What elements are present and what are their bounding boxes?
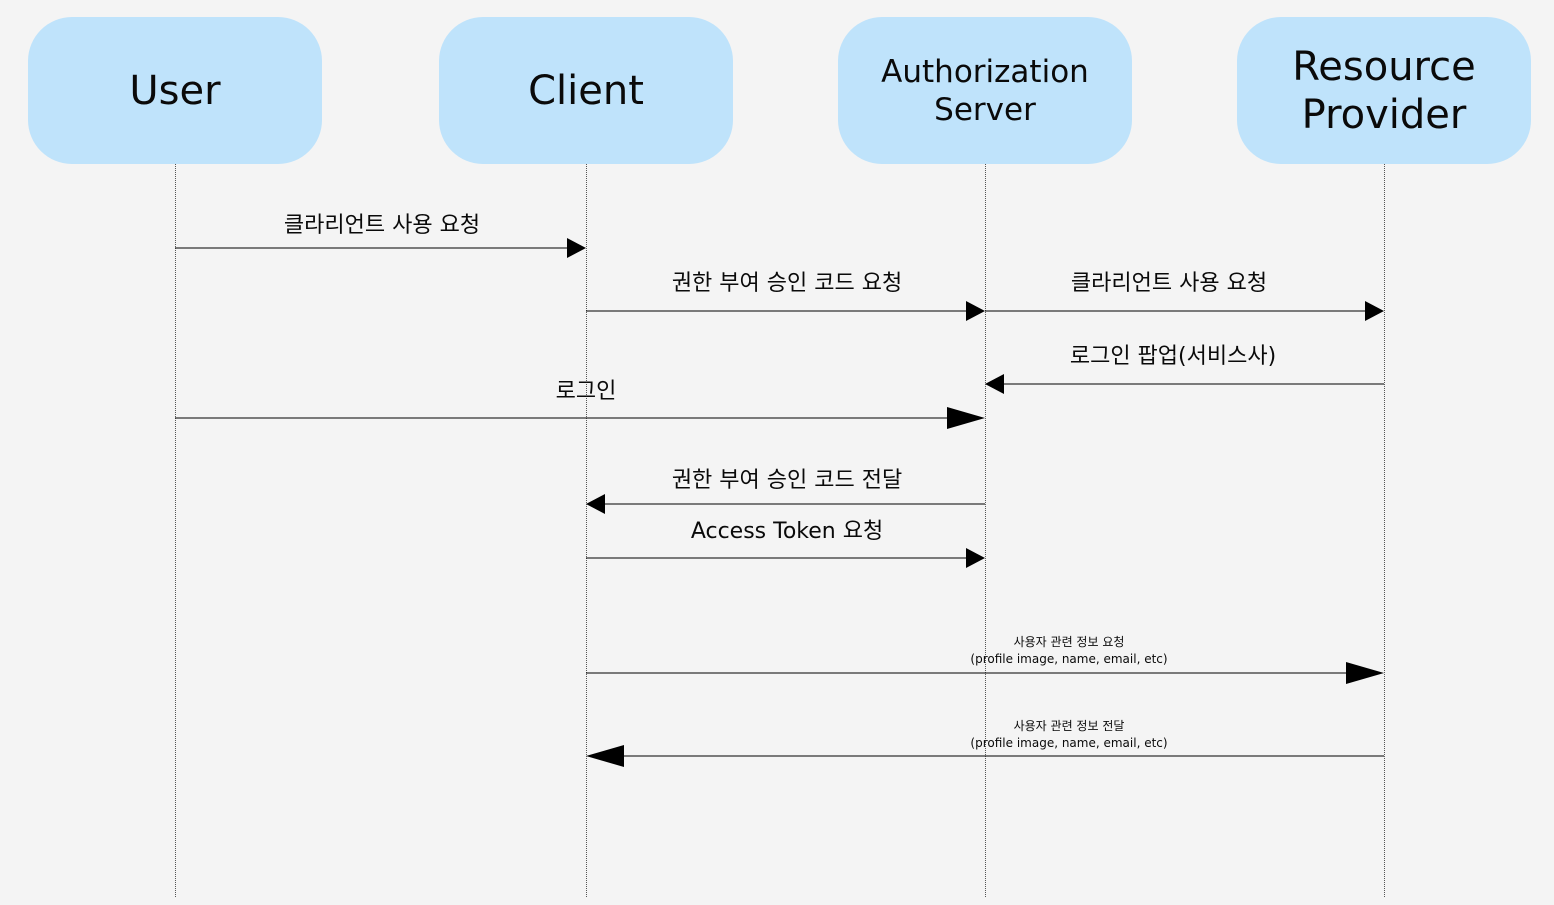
lifeline-client [586, 164, 587, 897]
message-label-m9: 사용자 관련 정보 전달 (profile image, name, email… [970, 719, 1168, 750]
message-label-m7: Access Token 요청 [690, 519, 884, 544]
arrow-head-m8 [1346, 662, 1384, 684]
actor-client: Client [439, 17, 733, 164]
lifeline-user [175, 164, 176, 897]
actor-user-label: User [129, 67, 221, 114]
message-label-m8: 사용자 관련 정보 요청 (profile image, name, email… [970, 635, 1168, 666]
arrow-head-m1 [567, 238, 586, 258]
message-label-m6: 권한 부여 승인 코드 전달 [671, 468, 903, 493]
actor-user: User [28, 17, 322, 164]
arrow-head-m4 [985, 374, 1004, 394]
message-label-m3: 클라리언트 사용 요청 [1070, 271, 1268, 296]
message-label-m1: 클라리언트 사용 요청 [283, 213, 481, 238]
lifeline-resource-provider [1384, 164, 1385, 897]
actor-resource-provider-label: Resource Provider [1292, 43, 1476, 138]
message-label-m2: 권한 부여 승인 코드 요청 [671, 271, 903, 296]
arrow-head-m5 [947, 407, 985, 429]
message-label-m5: 로그인 [555, 379, 617, 404]
actor-client-label: Client [528, 67, 644, 114]
actor-authorization-server-label: Authorization Server [881, 53, 1089, 128]
actor-authorization-server: Authorization Server [838, 17, 1132, 164]
actor-resource-provider: Resource Provider [1237, 17, 1531, 164]
arrow-head-m3 [1365, 301, 1384, 321]
arrow-head-m2 [966, 301, 985, 321]
lifeline-authorization-server [985, 164, 986, 897]
message-label-m4: 로그인 팝업(서비스사) [1069, 344, 1277, 369]
arrow-head-m9 [586, 745, 624, 767]
arrow-head-m6 [586, 494, 605, 514]
arrow-head-m7 [966, 548, 985, 568]
